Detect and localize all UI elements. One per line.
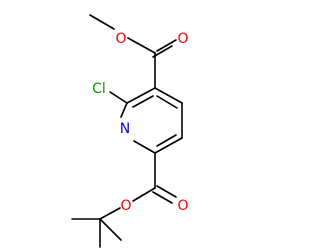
oxygen-label-tbu-ester: O xyxy=(120,198,131,214)
bond-ring-c3-c4-inner xyxy=(156,95,178,109)
bond-ring-c6-n xyxy=(133,140,156,154)
bond-ring-c2-c3 xyxy=(126,87,156,104)
oxygen-label-methyl-ester: O xyxy=(115,31,126,47)
bond-o-carbonyl-carbon xyxy=(127,37,156,54)
bond-ring-c2-c3-inner xyxy=(132,95,154,108)
nitrogen-label: N xyxy=(120,121,130,137)
bond-tbu-methyl-3 xyxy=(99,218,122,241)
bond-ring-c5-c6-inner xyxy=(156,134,177,147)
bond-methyl-o xyxy=(89,14,115,30)
chlorine-label: Cl xyxy=(92,81,106,97)
oxygen-label-methyl-carbonyl: O xyxy=(177,31,188,47)
structure-canvas: O O Cl N O O xyxy=(71,14,189,248)
bond-carbonyl-double-a xyxy=(156,39,177,52)
bond-ring-c3-c4 xyxy=(154,87,183,104)
bond-tbu-o-c xyxy=(99,207,121,220)
bond-tbu-carbonyl-b xyxy=(152,191,173,204)
bond-carbonyl-double-b xyxy=(152,45,173,58)
bond-tbu-carbonyl-a xyxy=(156,185,177,198)
bond-ring-n-c2 xyxy=(120,102,128,118)
bond-c2-cl xyxy=(109,91,128,104)
oxygen-label-tbu-carbonyl: O xyxy=(177,198,188,214)
bond-tbu-c-o xyxy=(132,187,156,202)
bond-ring-c5-c6 xyxy=(154,137,183,154)
structure-diagram: O O Cl N O O xyxy=(71,14,189,248)
